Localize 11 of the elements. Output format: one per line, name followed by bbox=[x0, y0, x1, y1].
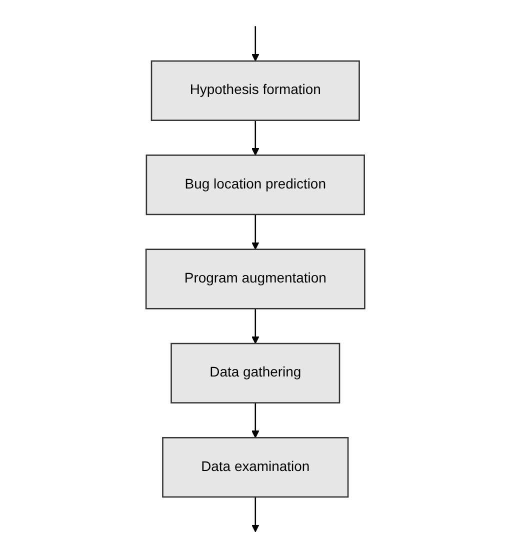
arrow bbox=[252, 402, 260, 438]
arrow bbox=[252, 120, 260, 156]
node-box: Hypothesis formation bbox=[150, 60, 360, 121]
arrow bbox=[252, 26, 260, 62]
node-box: Data examination bbox=[162, 437, 349, 498]
node-box: Program augmentation bbox=[146, 248, 366, 310]
node-box: Data gathering bbox=[170, 342, 340, 404]
arrow bbox=[252, 496, 260, 532]
arrow bbox=[252, 214, 260, 250]
arrow bbox=[252, 308, 260, 344]
node-box: Bug location prediction bbox=[146, 154, 366, 216]
